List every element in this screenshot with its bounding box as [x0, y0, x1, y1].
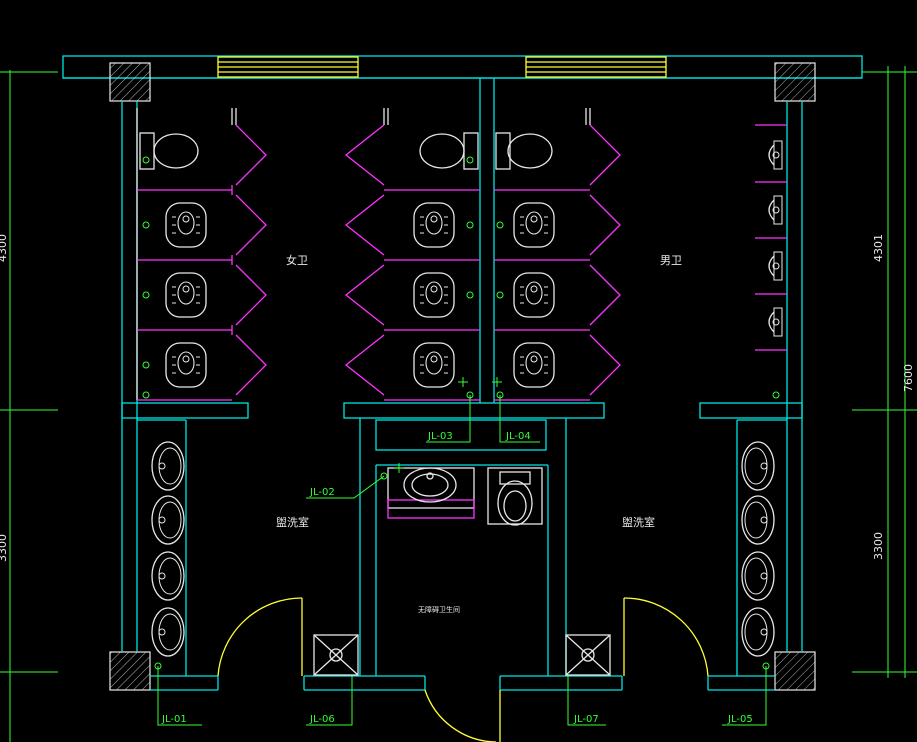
pipe-leaders — [142, 156, 780, 726]
dim-right-lower: 3300 — [872, 532, 885, 560]
room-labels: 女卫 男卫 盥洗室 盥洗室 无障碍卫生间 — [276, 253, 682, 614]
women-stalls-center — [344, 108, 480, 401]
pipe-label-jl04: JL-04 — [505, 431, 531, 442]
column-top-left — [109, 62, 151, 102]
pipe-label-jl01: JL-01 — [161, 714, 187, 725]
urinal-partitions — [755, 124, 787, 351]
column-bottom-right — [774, 651, 816, 691]
room-label-women-wc: 女卫 — [286, 253, 308, 267]
top-wall — [62, 55, 863, 79]
mop-sink-left — [313, 634, 359, 676]
dim-left-upper: 4300 — [0, 234, 9, 262]
mop-sink-right — [565, 634, 611, 676]
pipe-label-jl03: JL-03 — [427, 431, 453, 442]
fixtures — [139, 132, 783, 676]
window-left — [217, 56, 359, 78]
pipe-labels: JL-01 JL-02 JL-03 JL-04 JL-05 JL-06 JL-0… — [161, 431, 753, 725]
pipe-label-jl07: JL-07 — [573, 714, 599, 725]
accessible-toilet — [487, 467, 543, 526]
room-label-wash-left: 盥洗室 — [276, 515, 309, 529]
pipe-label-jl02: JL-02 — [309, 487, 335, 498]
accessible-sink — [387, 467, 475, 519]
doors — [217, 597, 709, 742]
toilet-women-center — [419, 132, 479, 170]
room-label-accessible: 无障碍卫生间 — [418, 605, 460, 614]
column-top-right — [774, 62, 816, 102]
room-label-men-wc: 男卫 — [660, 254, 682, 267]
pipe-label-jl05: JL-05 — [727, 714, 753, 725]
dimensions — [0, 66, 917, 742]
pipe-label-jl06: JL-06 — [309, 714, 335, 725]
men-stalls-center — [494, 108, 621, 401]
dim-left-lower: 3300 — [0, 534, 9, 562]
women-stalls — [136, 108, 267, 401]
dim-right-total: 7600 — [902, 364, 915, 392]
dim-right-upper: 4301 — [872, 234, 885, 262]
dimension-text: 4300 3300 4301 7600 3300 — [0, 234, 915, 562]
central-walls — [121, 78, 803, 676]
column-bottom-left — [109, 651, 151, 691]
room-label-wash-right: 盥洗室 — [622, 515, 655, 529]
window-right — [525, 56, 667, 78]
toilet-men-center — [495, 132, 553, 170]
toilet-women-left — [139, 132, 199, 170]
